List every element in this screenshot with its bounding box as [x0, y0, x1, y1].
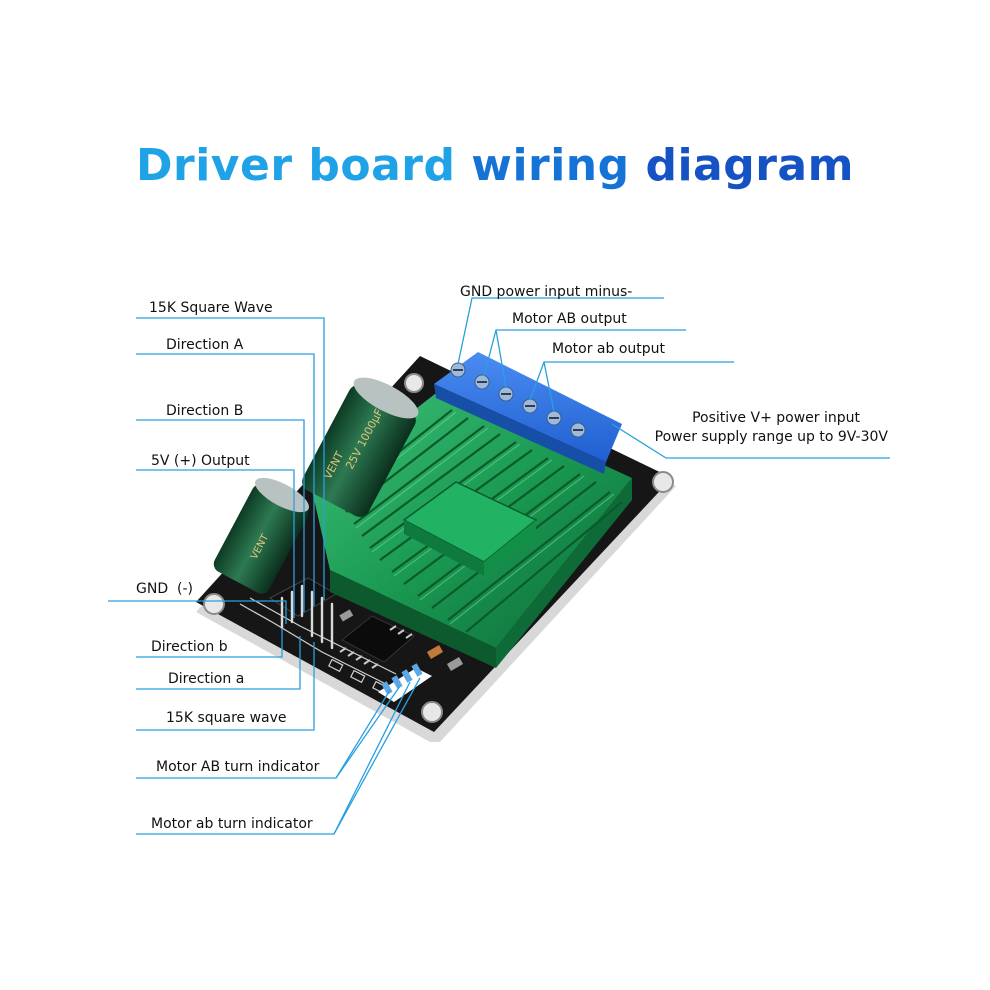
leader-5v-output: [136, 469, 295, 618]
labels: 15K Square Wave Direction A Direction B …: [136, 284, 888, 832]
label-5v-output: 5V (+) Output: [151, 453, 250, 469]
label-gnd: GND (-): [136, 581, 193, 597]
leader-direction-A: [136, 353, 315, 606]
leader-15k-square-wave: [136, 317, 325, 600]
label-15k-square-wave: 15K Square Wave: [149, 300, 273, 316]
diagram-title: Driver board wiring diagram: [0, 140, 990, 191]
leader-gnd: [108, 600, 287, 624]
label-motor-AB-output: Motor AB output: [512, 311, 627, 327]
label-positive-power: Positive V+ power input: [692, 410, 860, 426]
mounting-hole: [421, 701, 443, 723]
title-word-1: Driver board: [136, 140, 456, 191]
leader-positive-power: [611, 423, 890, 459]
driver-board: 25V 1000μF VENT VENT: [196, 352, 676, 742]
leader-direction-b: [136, 628, 283, 658]
label-gnd-power-minus: GND power input minus-: [460, 284, 632, 300]
title-word-2: wiring: [471, 140, 630, 191]
label-15k-square-wave-lower: 15K square wave: [166, 710, 287, 726]
leader-gnd-power-minus: [457, 297, 664, 365]
label-power-range: Power supply range up to 9V-30V: [655, 429, 889, 445]
leader-lines: [108, 297, 890, 835]
label-direction-A: Direction A: [166, 337, 244, 353]
mounting-hole: [404, 373, 424, 393]
title-word-3: diagram: [645, 140, 854, 191]
leader-15k-square-wave-lower: [136, 642, 315, 731]
capacitor-large: 25V 1000μF VENT: [302, 377, 419, 517]
smd-component: [426, 645, 444, 659]
smd-component: [446, 657, 464, 671]
mounting-hole: [203, 593, 225, 615]
label-direction-a: Direction a: [168, 671, 244, 687]
capacitor-small: VENT: [213, 477, 309, 594]
label-motor-AB-indicator: Motor AB turn indicator: [156, 759, 320, 775]
terminal-block: [434, 352, 622, 474]
leader-direction-a: [136, 636, 301, 690]
label-direction-b: Direction b: [151, 639, 228, 655]
label-direction-B: Direction B: [166, 403, 243, 419]
smd-component: [339, 609, 354, 622]
mounting-hole: [652, 471, 674, 493]
leader-direction-B: [136, 419, 305, 612]
label-motor-ab-output: Motor ab output: [552, 341, 666, 357]
label-motor-ab-indicator: Motor ab turn indicator: [151, 816, 313, 832]
driver-ic: [339, 615, 415, 669]
